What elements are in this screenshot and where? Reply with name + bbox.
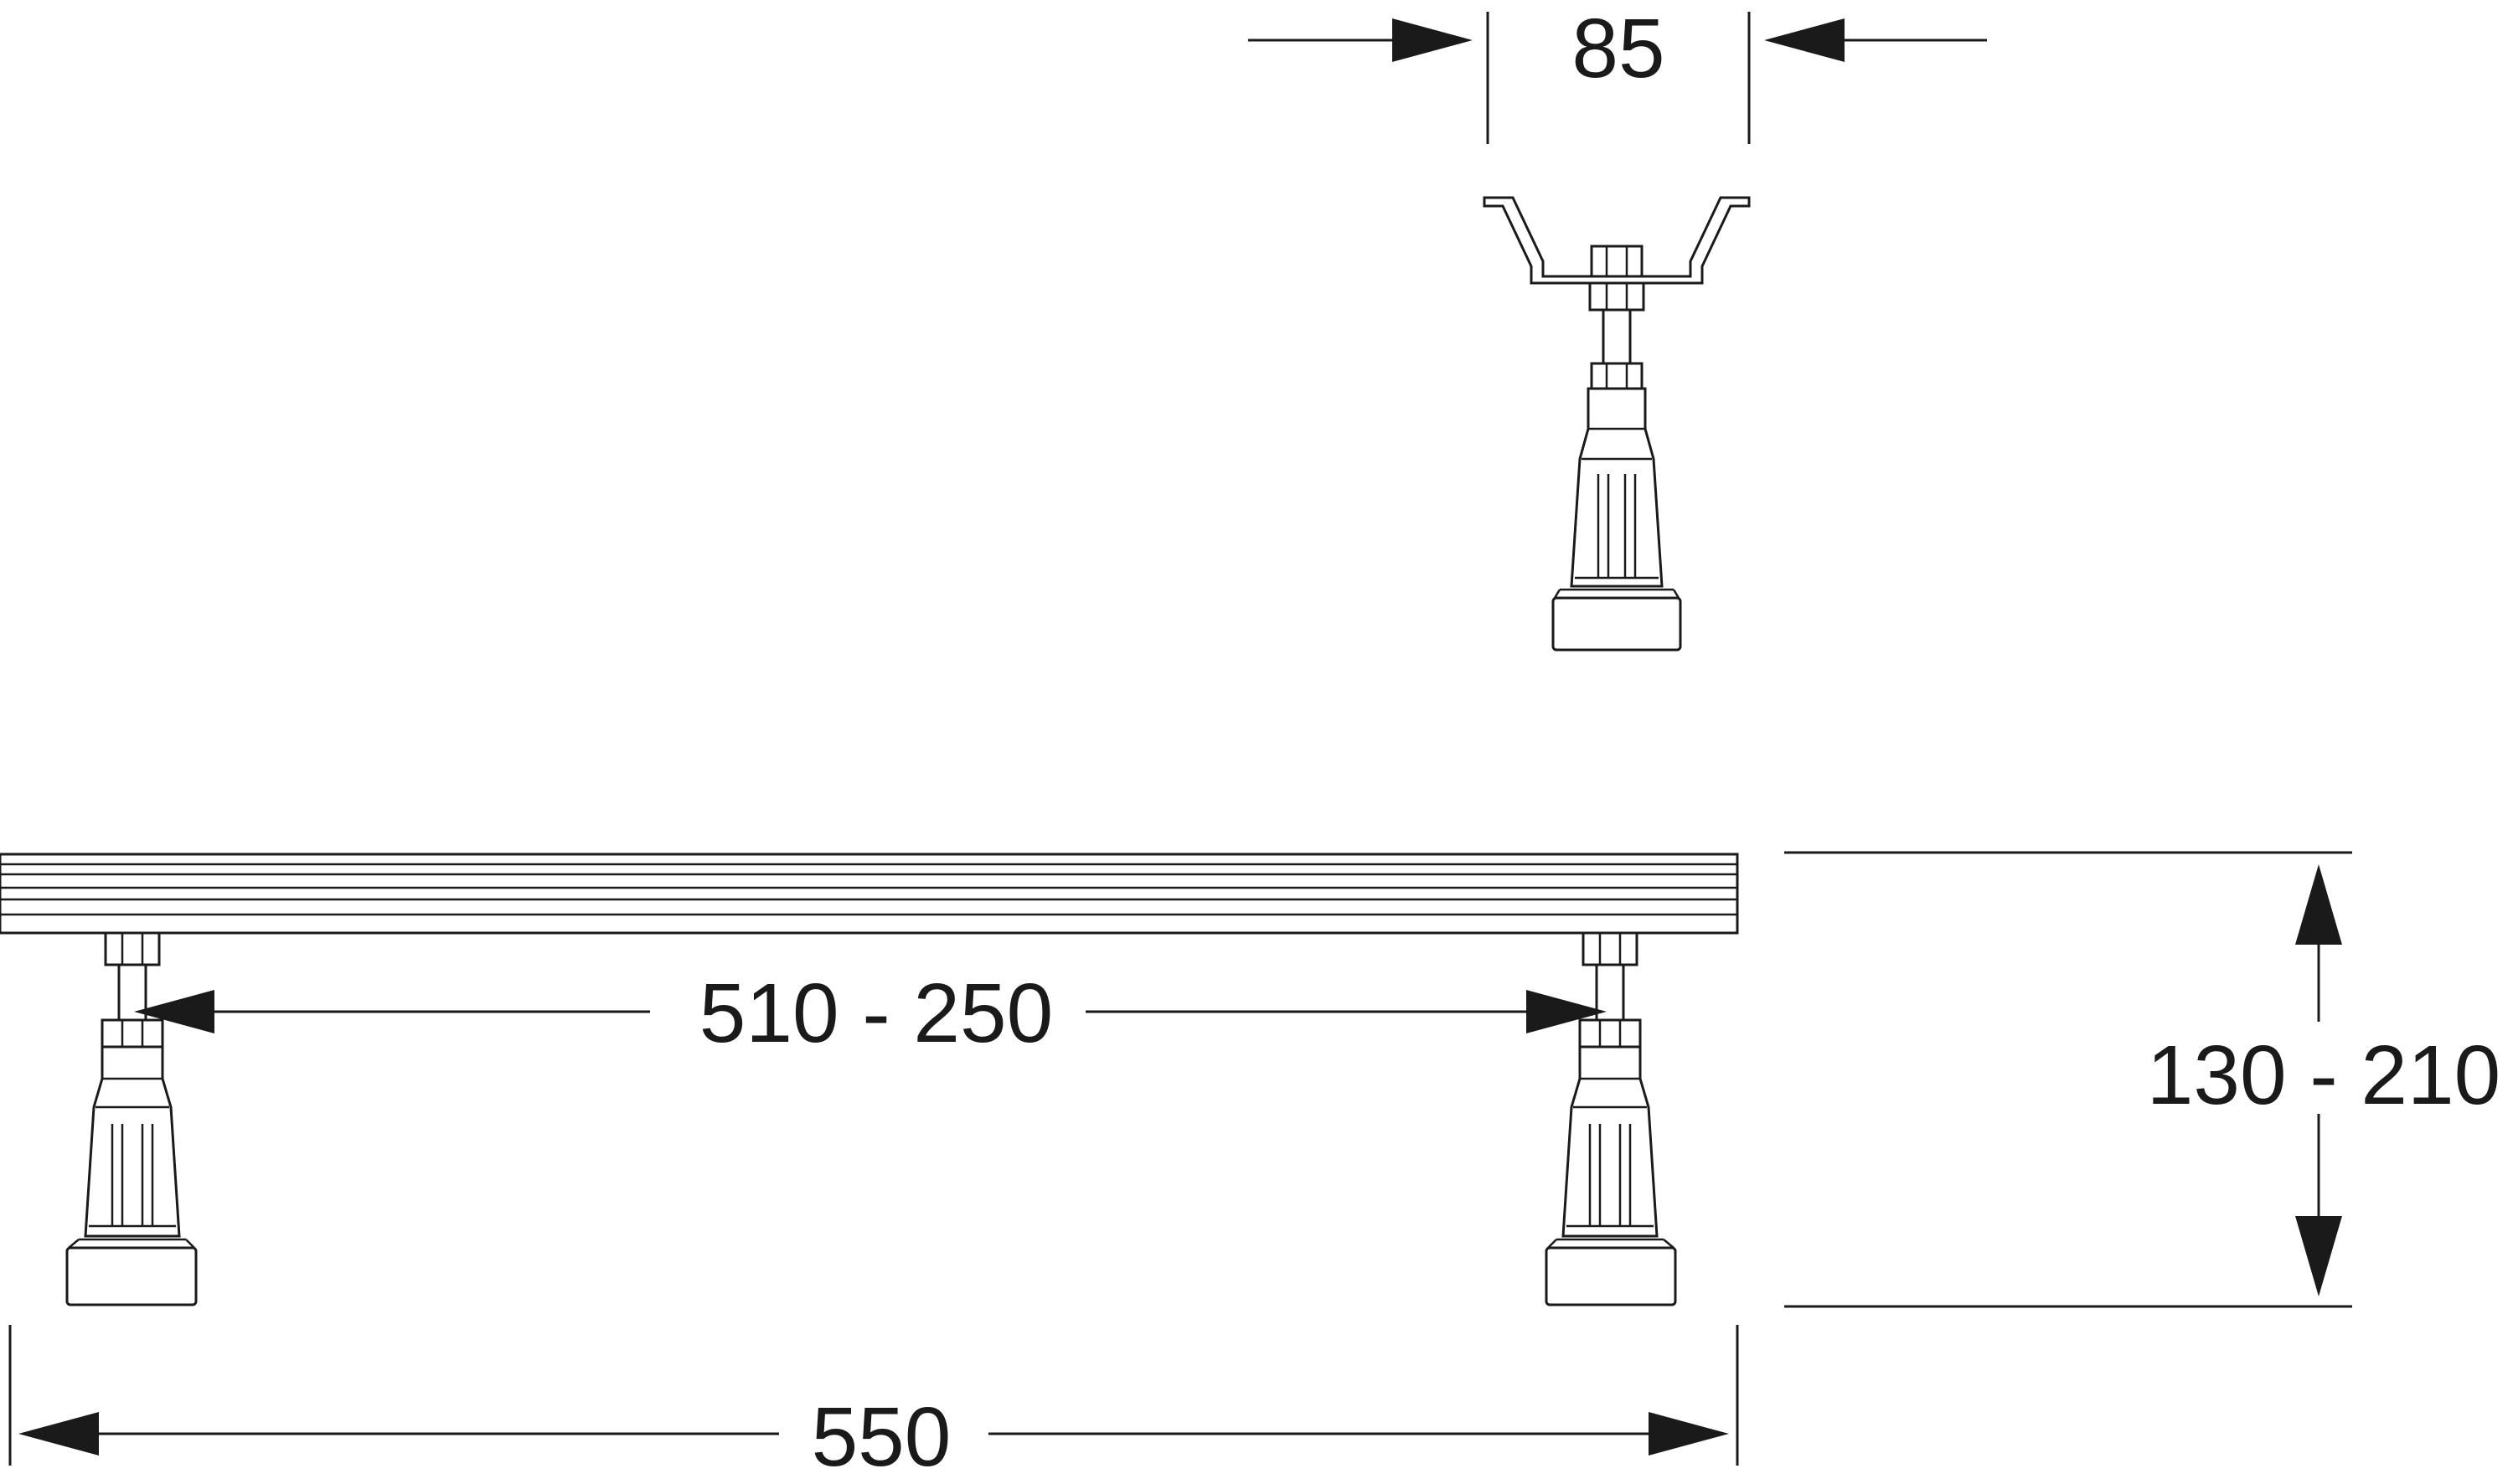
- end-view-threaded-rod: [1602, 308, 1632, 365]
- end-view: 85: [1248, 2, 1987, 652]
- height-arrow-top: [2295, 864, 2342, 945]
- leg-spacing-label: 510 - 250: [699, 966, 1054, 1060]
- length-arrow-left: [18, 1412, 99, 1456]
- rail: [0, 853, 1739, 935]
- leg-spacing-arrow-left: [134, 990, 214, 1033]
- bracket-profile: [1483, 196, 1751, 285]
- end-view-leg-body: [1570, 387, 1664, 588]
- right-foot: [1545, 1246, 1677, 1306]
- right-leg: [1545, 931, 1677, 1306]
- end-view-foot: [1551, 596, 1682, 652]
- left-leg: [65, 931, 198, 1306]
- height-label: 130 - 210: [2147, 1028, 2501, 1122]
- overall-length-dimension: 550: [8, 1325, 1739, 1484]
- top-width-arrow-right: [1764, 18, 1845, 62]
- height-dimension: 130 - 210: [1784, 851, 2501, 1308]
- length-arrow-right: [1649, 1412, 1729, 1456]
- end-view-nut-lower: [1588, 281, 1645, 312]
- leg-spacing-dimension: 510 - 250: [134, 966, 1607, 1060]
- leg-spacing-arrow-right: [1526, 990, 1607, 1033]
- end-view-lock-nut: [1590, 362, 1644, 390]
- side-view: 510 - 250 130 - 210 550: [0, 851, 2501, 1484]
- top-width-arrow-left: [1392, 18, 1473, 62]
- overall-length-label: 550: [812, 1390, 952, 1484]
- top-width-label: 85: [1571, 2, 1664, 95]
- left-foot: [65, 1246, 198, 1306]
- height-arrow-bottom: [2295, 1216, 2342, 1296]
- end-view-nut: [1590, 245, 1644, 278]
